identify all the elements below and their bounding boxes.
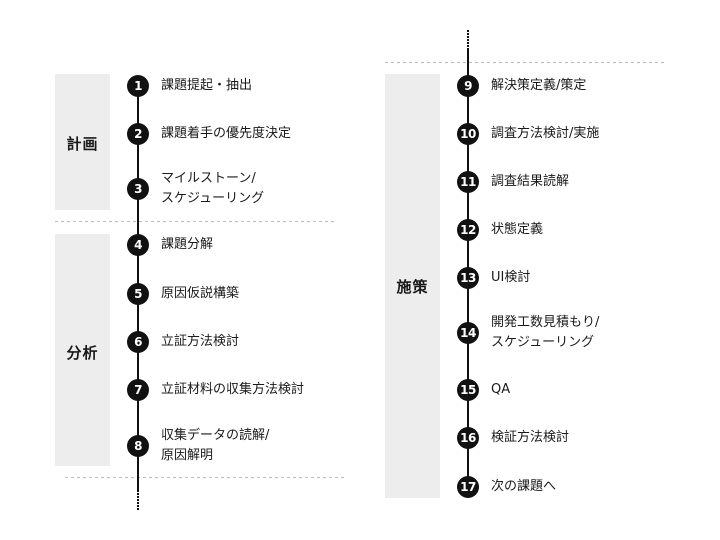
step-6: 6 立証方法検討	[127, 331, 239, 353]
step-15: 15 QA	[457, 379, 510, 401]
step-label: QA	[491, 382, 511, 397]
step-number-badge: 8	[127, 435, 149, 457]
step-label: 原因仮説構築	[161, 286, 240, 301]
phase-panel-analysis: 分析	[55, 234, 110, 466]
step-number-badge: 15	[457, 379, 479, 401]
step-2: 2 課題着手の優先度決定	[127, 123, 291, 145]
step-number-badge: 7	[127, 379, 149, 401]
step-16: 16 検証方法検討	[457, 427, 569, 449]
step-number-badge: 9	[457, 75, 479, 97]
step-label: 課題提起・抽出	[161, 78, 253, 93]
phase-divider-measures-start	[385, 62, 667, 63]
step-label: 課題分解	[161, 237, 214, 252]
step-number-badge: 17	[457, 476, 479, 498]
phase-label-analysis: 分析	[66, 344, 99, 362]
step-label: マイルストーン/ スケジューリング	[161, 171, 265, 206]
step-1: 1 課題提起・抽出	[127, 75, 252, 97]
step-number-badge: 10	[457, 123, 479, 145]
step-label: 解決策定義/策定	[491, 78, 587, 93]
step-number-badge: 11	[457, 171, 479, 193]
phase-panel-planning: 計画	[55, 74, 110, 210]
step-9: 9 解決策定義/策定	[457, 75, 586, 97]
phase-divider-planning-analysis	[55, 221, 337, 222]
step-17: 17 次の課題へ	[457, 476, 556, 498]
step-number-badge: 13	[457, 267, 479, 289]
timeline-continuation-right	[467, 30, 469, 48]
step-13: 13 UI検討	[457, 267, 530, 289]
step-number-badge: 6	[127, 331, 149, 353]
step-label: 収集データの読解/ 原因解明	[161, 428, 270, 463]
step-number-badge: 4	[127, 234, 149, 256]
timeline-continuation-left	[137, 490, 139, 510]
step-14: 14 開発工数見積もり/ スケジューリング	[457, 313, 599, 353]
step-number-badge: 16	[457, 427, 479, 449]
step-number-badge: 14	[457, 322, 479, 344]
phase-label-measures: 施策	[396, 278, 429, 296]
step-label: 立証方法検討	[161, 334, 240, 349]
step-8: 8 収集データの読解/ 原因解明	[127, 426, 269, 466]
step-label: 立証材料の収集方法検討	[161, 382, 305, 397]
step-11: 11 調査結果読解	[457, 171, 569, 193]
step-label: UI検討	[491, 270, 531, 285]
phase-divider-analysis-end	[65, 477, 347, 478]
step-10: 10 調査方法検討/実施	[457, 123, 599, 145]
step-5: 5 原因仮説構築	[127, 283, 239, 305]
step-3: 3 マイルストーン/ スケジューリング	[127, 169, 264, 209]
step-label: 次の課題へ	[491, 479, 557, 494]
step-label: 課題着手の優先度決定	[161, 126, 292, 141]
step-number-badge: 12	[457, 219, 479, 241]
step-7: 7 立証材料の収集方法検討	[127, 379, 304, 401]
step-number-badge: 3	[127, 178, 149, 200]
step-4: 4 課題分解	[127, 234, 213, 256]
step-number-badge: 2	[127, 123, 149, 145]
step-label: 状態定義	[491, 222, 544, 237]
step-label: 調査方法検討/実施	[491, 126, 600, 141]
phase-panel-measures: 施策	[385, 74, 440, 498]
step-number-badge: 5	[127, 283, 149, 305]
step-label: 調査結果読解	[491, 174, 570, 189]
step-label: 開発工数見積もり/ スケジューリング	[491, 315, 600, 350]
step-label: 検証方法検討	[491, 430, 570, 445]
step-number-badge: 1	[127, 75, 149, 97]
step-12: 12 状態定義	[457, 219, 543, 241]
phase-label-planning: 計画	[66, 135, 99, 153]
